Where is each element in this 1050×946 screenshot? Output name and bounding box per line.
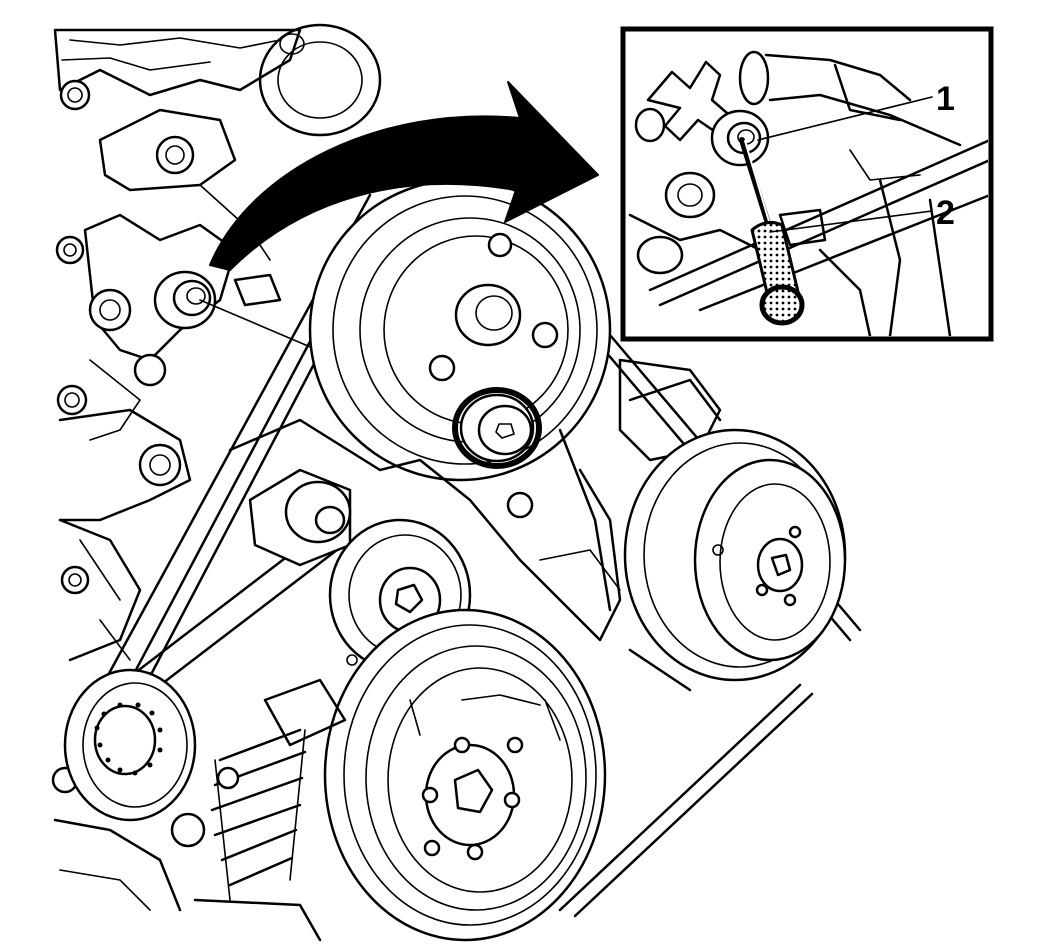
tensioner-bolt-highlighted (452, 387, 542, 469)
upper-idler-pulley (308, 178, 612, 517)
callout-2-label: 2 (936, 194, 955, 232)
rotation-arrow-icon (209, 81, 599, 271)
callout-2-leader (769, 210, 933, 233)
detail-inset (620, 26, 994, 342)
mid-bracket (228, 358, 722, 642)
pin-tool-icon (739, 137, 805, 326)
ac-compressor-pulley (623, 378, 847, 682)
crankshaft-pulley (323, 608, 607, 942)
tensioner-spring (170, 678, 347, 942)
alternator-pulley (63, 668, 197, 822)
engine-block (51, 23, 382, 912)
callout-1-leader (757, 96, 933, 141)
tensioner-pivot (153, 270, 282, 330)
idler-stud (248, 468, 352, 567)
callout-1-label: 1 (936, 80, 955, 118)
